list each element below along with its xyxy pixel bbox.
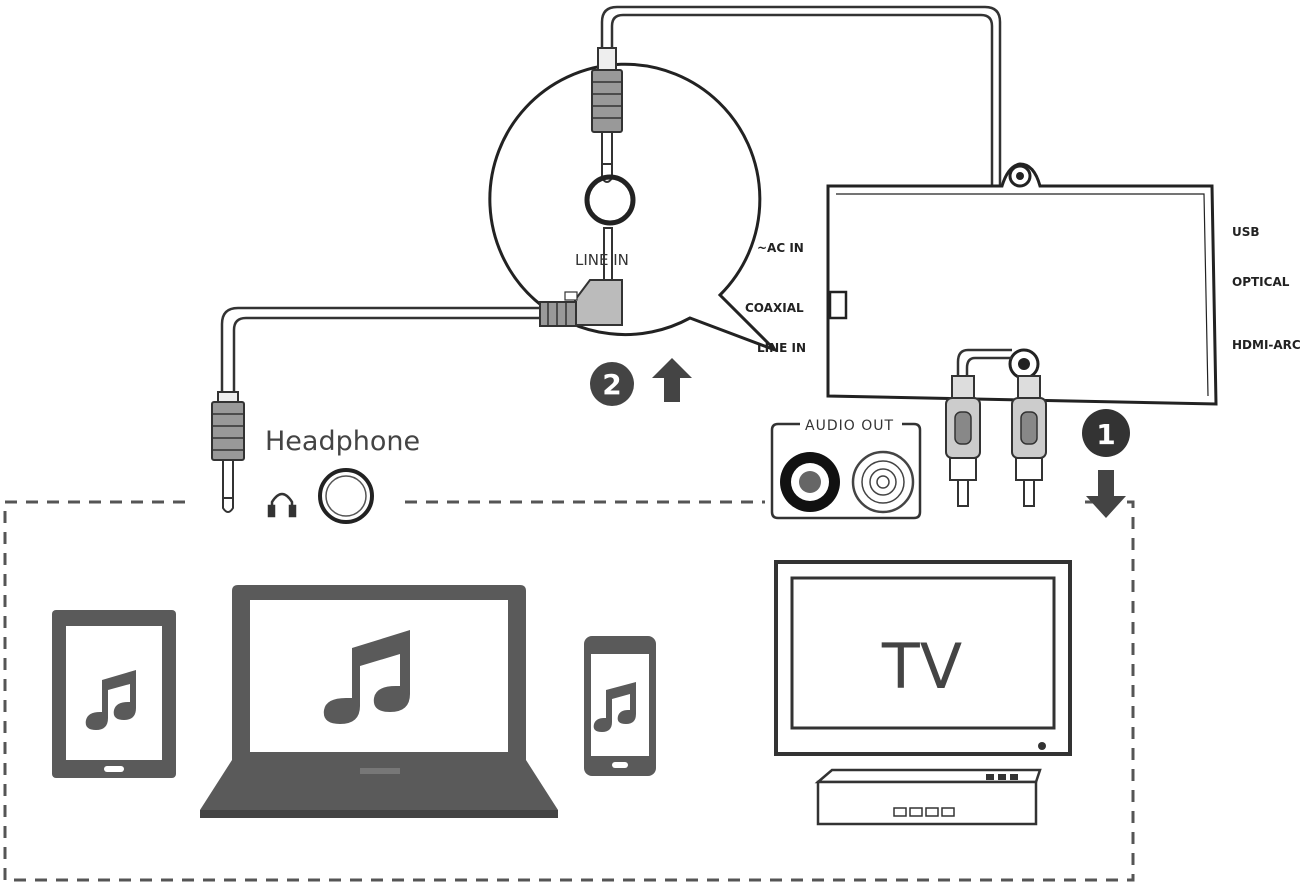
line-in-plug-right-angle <box>539 227 623 327</box>
tv-device <box>774 560 1072 756</box>
arrow-down-icon <box>1086 470 1126 518</box>
laptop-device <box>200 585 558 818</box>
headphone-jack <box>318 468 374 524</box>
music-note-icon <box>85 670 136 730</box>
bubble-line-in-label: LINE IN <box>575 251 629 269</box>
ac-in-label: ~AC IN <box>757 241 804 255</box>
cable-line-in-to-soundbar <box>600 5 1018 354</box>
phone-device <box>584 636 656 776</box>
cable-line-in-to-headphone <box>220 306 540 398</box>
hdmi-arc-label: HDMI-ARC <box>1232 338 1301 352</box>
line-in-port-label: LINE IN <box>757 341 806 355</box>
music-note-icon <box>593 682 636 732</box>
music-note-icon <box>323 630 410 724</box>
rca-plug-right <box>1011 375 1047 507</box>
headphone-label: Headphone <box>265 426 420 457</box>
headphone-icon <box>267 492 297 518</box>
tv-label: TV <box>881 630 962 703</box>
step-2-number: 2 <box>602 368 621 401</box>
headphone-jack-inner <box>325 475 367 517</box>
rca-plug-left <box>945 375 981 507</box>
optical-label: OPTICAL <box>1232 275 1290 289</box>
usb-label: USB <box>1232 225 1260 239</box>
audio-out-panel <box>770 422 922 520</box>
step-1-number: 1 <box>1096 418 1115 451</box>
coaxial-label: COAXIAL <box>745 301 804 315</box>
rca-cable <box>956 348 1012 378</box>
line-in-plug-top <box>591 47 623 183</box>
headphone-plug <box>211 391 245 513</box>
step-1-marker: 1 <box>1082 409 1130 457</box>
soundbar-rear-panel <box>826 162 1218 406</box>
tablet-device <box>52 610 176 778</box>
set-top-box <box>814 768 1042 826</box>
step-2-marker: 2 <box>590 362 634 406</box>
source-devices-boundary <box>3 500 1135 882</box>
arrow-up-icon <box>652 358 692 402</box>
audio-out-label: AUDIO OUT <box>805 418 894 434</box>
line-in-jack-socket <box>584 174 636 226</box>
